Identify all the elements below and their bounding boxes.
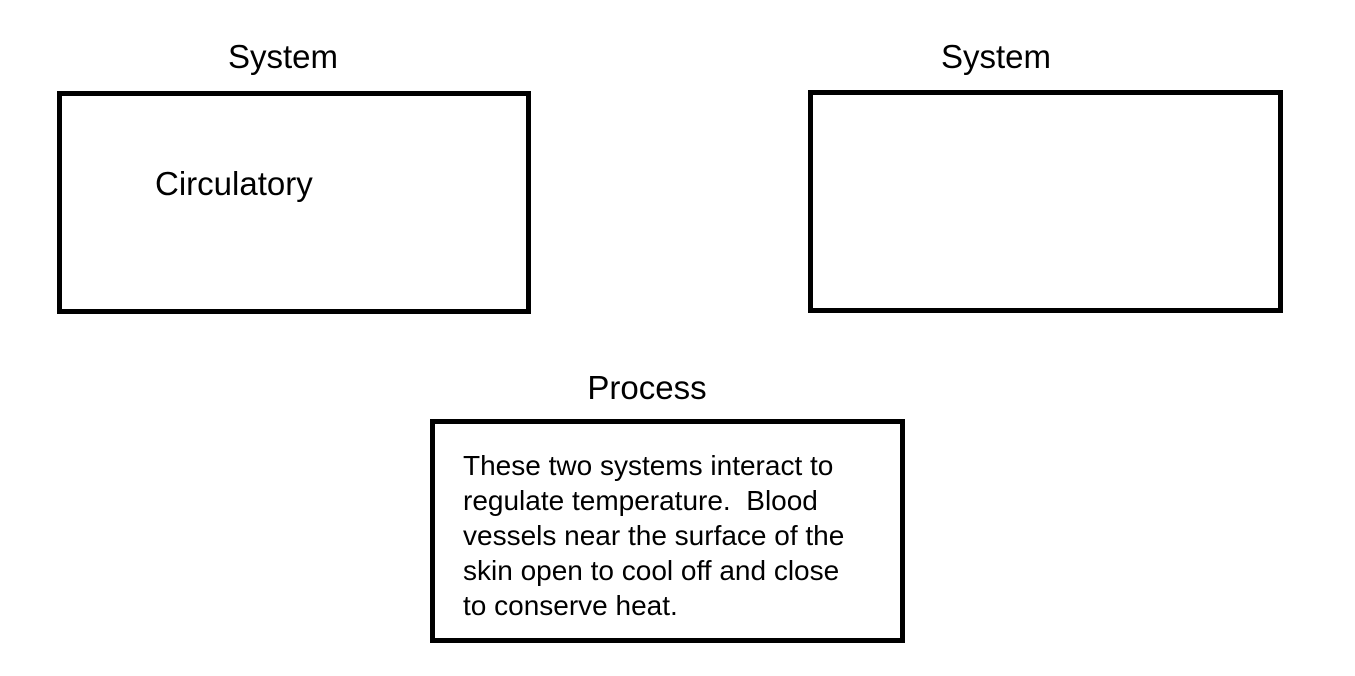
circulatory-text: Circulatory — [155, 165, 313, 202]
system-label-right: System — [940, 38, 1052, 75]
process-box[interactable]: These two systems interact to regulate t… — [430, 419, 905, 643]
system-label-left: System — [227, 38, 339, 75]
process-label: Process — [587, 369, 707, 406]
process-description-text: These two systems interact to regulate t… — [463, 450, 845, 621]
system-box-left[interactable]: Circulatory — [57, 91, 531, 314]
system-box-right-empty[interactable] — [808, 90, 1283, 313]
